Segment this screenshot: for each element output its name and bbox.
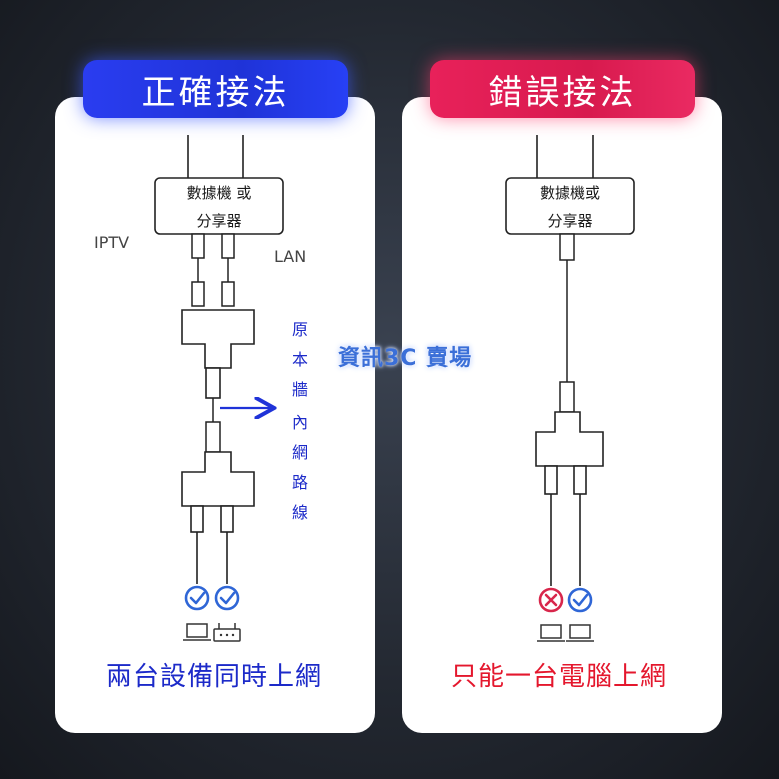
- router-icon: [213, 623, 241, 642]
- correct-method-title: 正確接法: [83, 60, 348, 118]
- right-device-label-line2: 分享器: [547, 212, 592, 230]
- wall-char-0: 原: [292, 320, 308, 339]
- watermark: 資訊3C 賣場: [338, 346, 473, 371]
- wall-char-5: 路: [292, 473, 308, 492]
- wrong-method-title: 錯誤接法: [430, 60, 695, 118]
- wall-char-2: 牆: [292, 380, 308, 399]
- right-device-label-line1: 數據機或: [540, 184, 600, 202]
- wall-char-3: 內: [292, 413, 308, 432]
- wrong-caption: 只能一台電腦上網: [451, 662, 668, 692]
- left-device-label-line2: 分享器: [196, 212, 241, 230]
- check-icon: [567, 587, 593, 613]
- left-upper-splitter: [181, 309, 255, 399]
- wall-char-1: 本: [292, 350, 308, 369]
- left-modem: [154, 135, 284, 235]
- wall-cable-vertical-label: 原 本 牆 內 網 路 線: [292, 320, 308, 522]
- left-wall-cable-link: [205, 398, 221, 453]
- correct-caption: 兩台設備同時上網: [106, 662, 323, 692]
- wall-char-6: 線: [292, 503, 308, 522]
- left-device-label-line1: 數據機 或: [187, 184, 252, 202]
- laptop-icon: [183, 623, 211, 641]
- iptv-label: IPTV: [94, 233, 129, 252]
- check-icon: [214, 585, 240, 611]
- lan-label: LAN: [274, 247, 306, 266]
- error-icon: [538, 587, 564, 613]
- check-icon: [184, 585, 210, 611]
- right-splitter: [535, 411, 604, 586]
- wall-char-4: 網: [292, 443, 308, 462]
- laptop-icon: [537, 624, 565, 642]
- laptop-icon: [566, 624, 594, 642]
- right-cable: [559, 233, 575, 413]
- left-upper-cables: [191, 233, 235, 307]
- left-lower-splitter: [181, 451, 255, 584]
